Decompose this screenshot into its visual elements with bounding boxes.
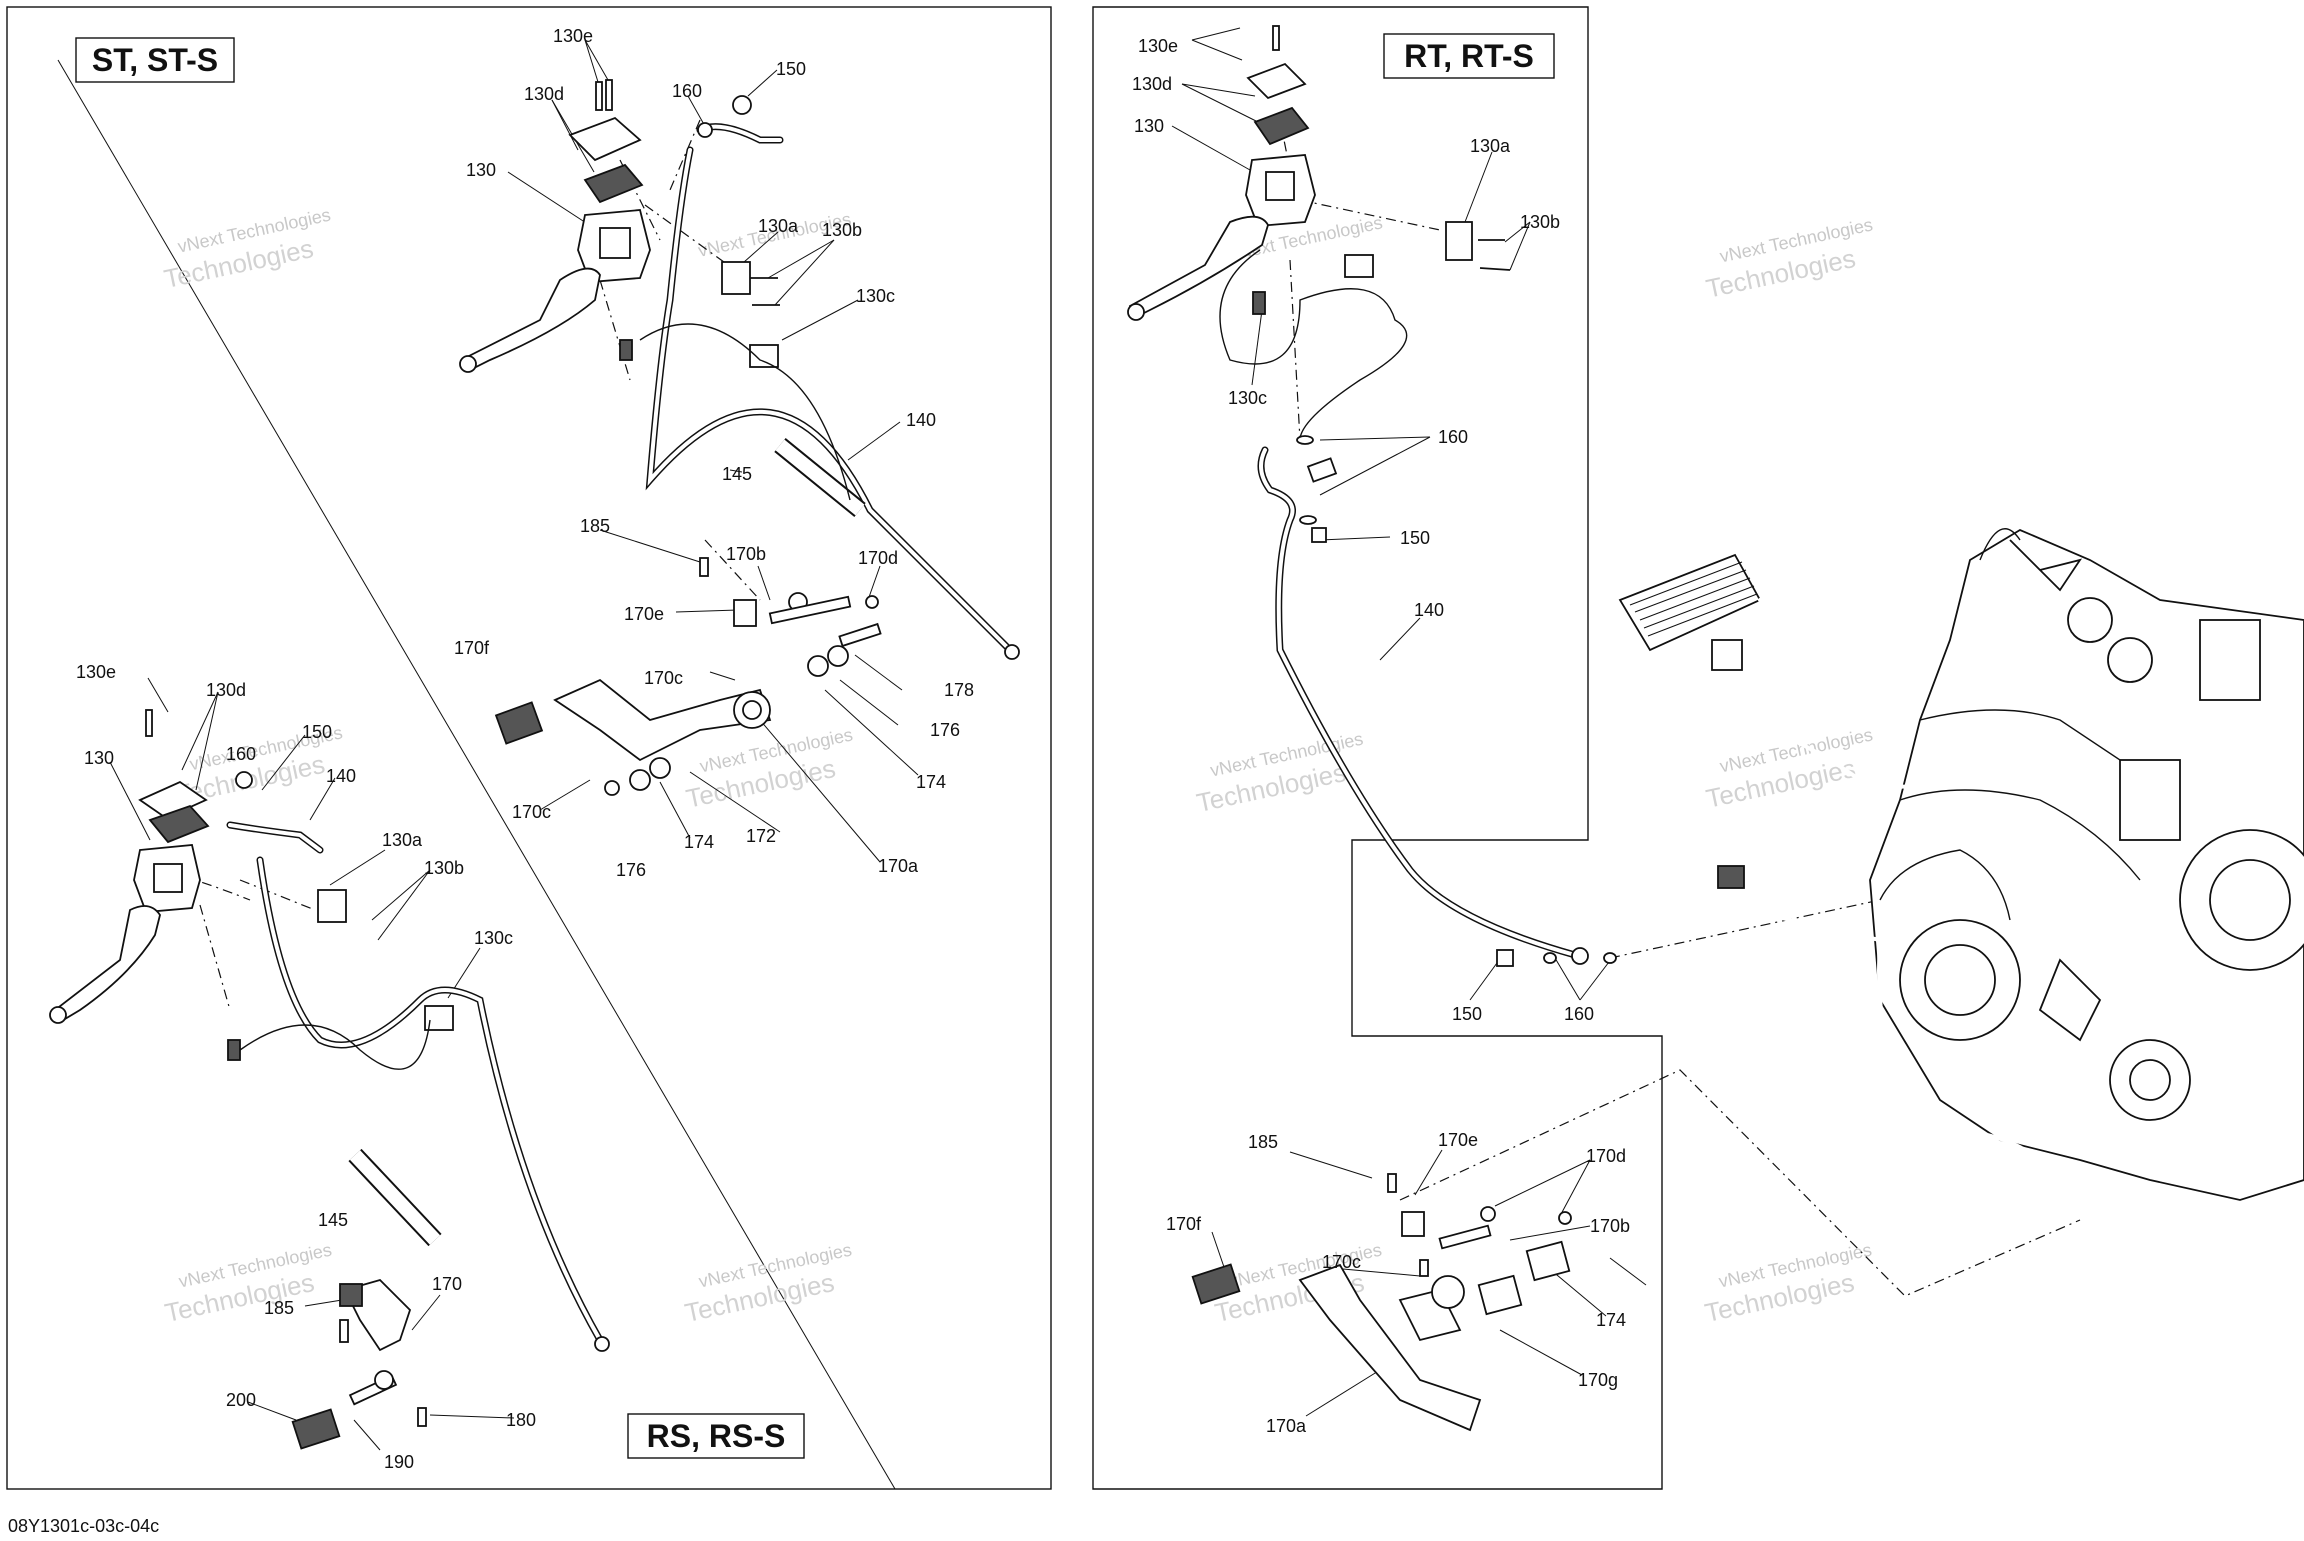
callout-rt-170g: 170g (1578, 1370, 1618, 1390)
callout-rs-130a: 130a (382, 830, 423, 850)
model-label-st: ST, ST-S (75, 37, 235, 83)
callout-rs-150: 150 (302, 722, 332, 742)
callout-rt-130b: 130b (1520, 212, 1560, 232)
callout-rs-130b: 130b (424, 858, 464, 878)
callout-st-178: 178 (944, 680, 974, 700)
callout-st-145: 145 (722, 464, 752, 484)
callout-rs-140: 140 (326, 766, 356, 786)
callout-st-170f: 170f (454, 638, 490, 658)
callout-rt-150-a: 150 (1400, 528, 1430, 548)
callout-rs-130c: 130c (474, 928, 513, 948)
rs-callouts: 130e 130d 150 160 130 140 130a 130b 130c… (76, 662, 536, 1472)
callout-rt-130a: 130a (1470, 136, 1511, 156)
st-assembly (459, 39, 1020, 863)
callout-rt-170c: 170c (1322, 1252, 1361, 1272)
callout-st-150: 150 (776, 59, 806, 79)
callout-rs-180: 180 (506, 1410, 536, 1430)
callout-st-174-a: 174 (916, 772, 946, 792)
callout-st-170b: 170b (726, 544, 766, 564)
callout-st-130a: 130a (758, 216, 799, 236)
callout-rt-130: 130 (1134, 116, 1164, 136)
callout-rs-185: 185 (264, 1298, 294, 1318)
callout-st-170c-2: 170c (512, 802, 551, 822)
left-panel-frame (6, 6, 1052, 1490)
callout-rt-130c: 130c (1228, 388, 1267, 408)
callout-rt-130e: 130e (1138, 36, 1178, 56)
callout-st-140: 140 (906, 410, 936, 430)
callout-rt-170f: 170f (1166, 1214, 1202, 1234)
callout-st-170e: 170e (624, 604, 664, 624)
callout-st-130e: 130e (553, 26, 593, 46)
callout-rt-170e: 170e (1438, 1130, 1478, 1150)
callout-rt-170d: 170d (1586, 1146, 1626, 1166)
callout-rs-130e: 130e (76, 662, 116, 682)
callout-st-170c-1: 170c (644, 668, 683, 688)
callout-st-130d: 130d (524, 84, 564, 104)
callout-rt-170b: 170b (1590, 1216, 1630, 1236)
callout-rt-174: 174 (1596, 1310, 1626, 1330)
callout-rt-185: 185 (1248, 1132, 1278, 1152)
callout-st-170a: 170a (878, 856, 919, 876)
model-label-st-text: ST, ST-S (92, 42, 218, 78)
st-callouts: 130e 130d 160 150 130 130a 130b 130c 140… (454, 26, 974, 880)
callout-rs-130d: 130d (206, 680, 246, 700)
callout-st-185: 185 (580, 516, 610, 536)
callout-st-130: 130 (466, 160, 496, 180)
model-label-rs: RS, RS-S (627, 1413, 805, 1459)
callout-st-174-b: 174 (684, 832, 714, 852)
callout-st-170d: 170d (858, 548, 898, 568)
callout-rs-190: 190 (384, 1452, 414, 1472)
callout-st-176-b: 176 (616, 860, 646, 880)
callout-rt-140: 140 (1414, 600, 1444, 620)
model-label-rs-text: RS, RS-S (647, 1418, 786, 1454)
model-label-rt-text: RT, RT-S (1404, 38, 1534, 74)
callout-st-130c: 130c (856, 286, 895, 306)
callout-st-176-a: 176 (930, 720, 960, 740)
radiator-fins (1629, 561, 1758, 637)
callout-rt-170a: 170a (1266, 1416, 1307, 1436)
diagram-reference-code: 08Y1301c-03c-04c (8, 1516, 159, 1536)
rt-assembly (1127, 25, 2304, 1432)
callout-rt-150-b: 150 (1452, 1004, 1482, 1024)
callout-rs-200: 200 (226, 1390, 256, 1410)
engine-block (1869, 528, 2304, 1201)
model-label-rt: RT, RT-S (1383, 33, 1555, 79)
rs-assembly (49, 677, 610, 1451)
callout-rt-160-a: 160 (1438, 427, 1468, 447)
callout-st-172: 172 (746, 826, 776, 846)
callout-st-130b: 130b (822, 220, 862, 240)
rt-callouts: 130e 130d 130 130a 130b 130c 160 150 140… (1132, 36, 1630, 1436)
right-panel-frame (1092, 6, 1663, 1490)
callout-rs-130: 130 (84, 748, 114, 768)
callout-rs-170: 170 (432, 1274, 462, 1294)
callout-rt-160-b: 160 (1564, 1004, 1594, 1024)
callout-rs-145: 145 (318, 1210, 348, 1230)
callout-rt-130d: 130d (1132, 74, 1172, 94)
callout-st-160: 160 (672, 81, 702, 101)
callout-rs-160: 160 (226, 744, 256, 764)
